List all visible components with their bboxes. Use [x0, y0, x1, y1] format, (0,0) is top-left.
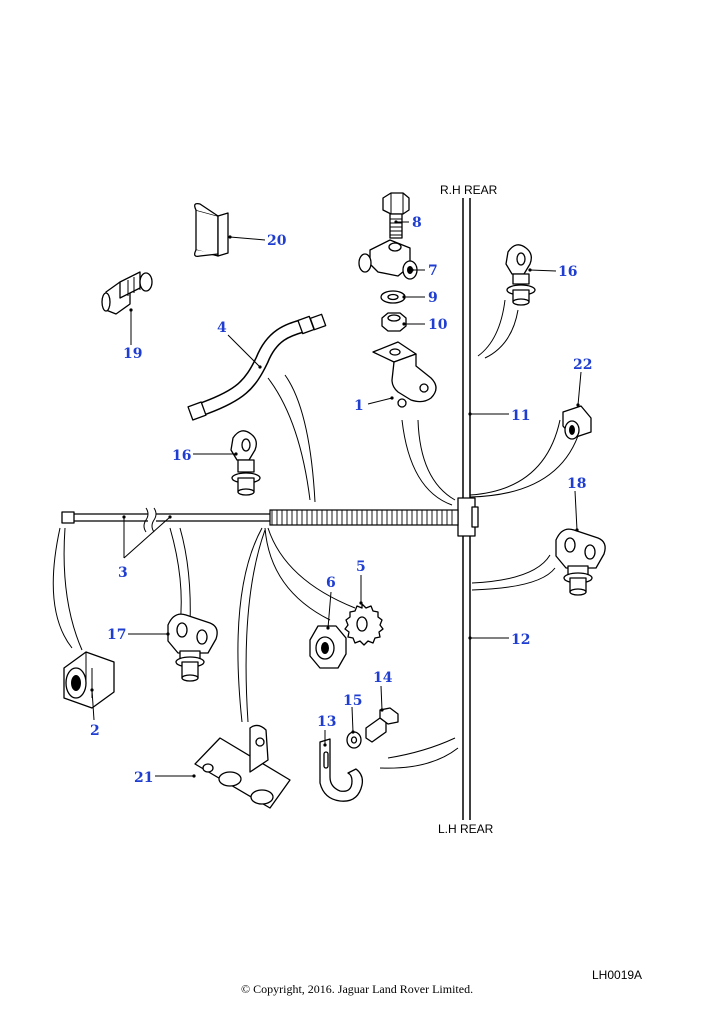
callout-22: 22 — [573, 357, 592, 373]
horizontal-brake-pipe — [61, 507, 459, 533]
t-piece-connector — [457, 497, 479, 537]
callout-5: 5 — [356, 559, 366, 575]
sleeve-part-22 — [562, 405, 592, 440]
pipe-clip-part-16-right — [505, 244, 536, 306]
tube-nut-part-2 — [63, 651, 115, 709]
washer-part-9 — [380, 290, 406, 304]
bolt-part-8 — [382, 192, 410, 239]
copyright-notice: © Copyright, 2016. Jaguar Land Rover Lim… — [241, 982, 473, 996]
callout-9: 9 — [428, 290, 438, 306]
nut-part-6 — [309, 625, 347, 669]
double-clip-part-18 — [555, 528, 606, 596]
callout-4: 4 — [217, 320, 227, 336]
callout-11: 11 — [511, 408, 530, 424]
callout-2: 2 — [90, 723, 100, 739]
callout-20: 20 — [267, 233, 287, 249]
double-clip-part-17 — [167, 613, 218, 682]
callout-17: 17 — [107, 627, 126, 643]
callout-16-left: 16 — [172, 448, 191, 464]
callout-21: 21 — [134, 770, 153, 786]
callout-8: 8 — [412, 215, 422, 231]
callout-16-right: 16 — [558, 264, 577, 280]
callout-1: 1 — [354, 398, 364, 414]
flexible-hose-part-4 — [187, 313, 327, 421]
nut-part-10 — [381, 312, 407, 332]
washer-part-15 — [346, 731, 362, 749]
callout-18: 18 — [567, 476, 586, 492]
connection-curves — [52, 299, 581, 769]
callout-3: 3 — [118, 565, 128, 581]
callout-numbers: 8 7 9 10 1 20 19 4 16 16 22 11 18 12 3 1… — [90, 215, 592, 786]
serrated-washer-part-5 — [344, 603, 384, 646]
bracket-part-1 — [372, 341, 437, 408]
rh-rear-label: R.H REAR — [440, 183, 498, 197]
union-fitting-part-19 — [101, 271, 153, 315]
clip-bracket-part-21 — [194, 724, 291, 809]
pipe-clip-part-16-left — [230, 430, 261, 496]
bolt-part-14 — [365, 707, 399, 743]
callout-10: 10 — [428, 317, 448, 333]
clip-part-20 — [194, 202, 229, 258]
p-bracket-part-13 — [319, 738, 364, 802]
diagram-code: LH0019A — [592, 968, 642, 982]
callout-14: 14 — [373, 670, 393, 686]
lh-rear-label: L.H REAR — [438, 822, 494, 836]
leader-lines — [90, 220, 582, 778]
callout-19: 19 — [123, 346, 142, 362]
callout-6: 6 — [326, 575, 336, 591]
callout-15: 15 — [343, 693, 362, 709]
three-way-connector-part-7 — [358, 239, 418, 280]
callout-13: 13 — [317, 714, 336, 730]
callout-7: 7 — [428, 263, 438, 279]
callout-12: 12 — [511, 632, 530, 648]
